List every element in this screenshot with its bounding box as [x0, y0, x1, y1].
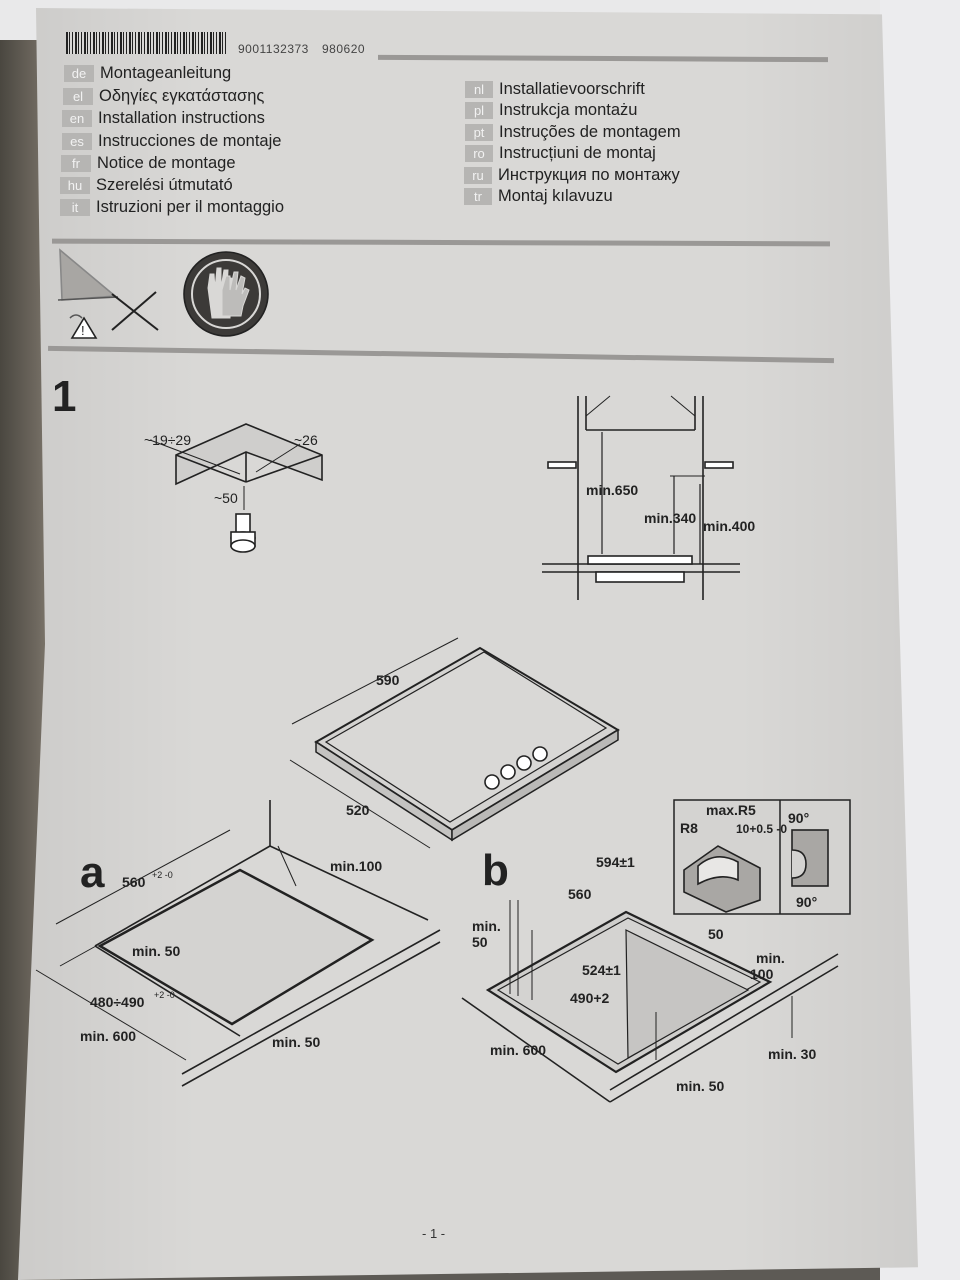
page-number: - 1 - — [422, 1226, 446, 1241]
dim-b-min50-left: min. — [472, 918, 501, 934]
language-item: de Montageanleitung — [64, 62, 231, 84]
language-title: Installation instructions — [98, 108, 265, 127]
language-code: ro — [465, 144, 493, 162]
sharp-edge-warning-icon: ! — [57, 248, 159, 339]
dim-min340: min.340 — [644, 510, 697, 526]
date-code: 980620 — [322, 42, 366, 56]
clearance-drawing — [542, 395, 740, 600]
dim-a-min50-inner: min. 50 — [132, 943, 181, 959]
language-title: Οδηγίες εγκατάστασης — [99, 86, 265, 105]
dim-b-R8: R8 — [680, 820, 698, 836]
dim-b-min100-value: 100 — [750, 966, 774, 982]
dim-a-min100: min.100 — [330, 858, 383, 874]
cutout-a-drawing — [35, 800, 441, 1087]
cutout-b-drawing — [461, 799, 851, 1103]
language-title: Notice de montage — [97, 153, 236, 172]
language-code: de — [64, 64, 94, 82]
dim-b-maxR5: max.R5 — [706, 802, 756, 818]
dim-b-min30: min. 30 — [768, 1046, 817, 1062]
language-item: el Οδηγίες εγκατάστασης — [63, 85, 264, 107]
language-title: Instrucțiuni de montaj — [499, 143, 656, 162]
product-code: 9001132373 — [238, 42, 309, 56]
language-item: es Instrucciones de montaje — [62, 130, 281, 152]
dim-fixing-depth: ~50 — [214, 490, 238, 506]
dim-b-min50: min. 50 — [676, 1078, 725, 1094]
language-item: fr Notice de montage — [61, 152, 236, 174]
dim-a-min50: min. 50 — [272, 1034, 321, 1050]
dim-b-90-bottom: 90° — [796, 894, 818, 910]
language-title: Instrucciones de montaje — [98, 131, 282, 150]
dim-min650: min.650 — [586, 482, 639, 498]
language-code: pt — [465, 123, 493, 141]
language-item: it Istruzioni per il montaggio — [60, 196, 284, 218]
language-code: es — [62, 132, 92, 150]
dim-a-480-tolerance: +2 -0 — [154, 990, 175, 1000]
dim-b-min100: min. — [756, 950, 785, 966]
language-code: en — [62, 109, 92, 127]
dim-a-min600: min. 600 — [80, 1028, 137, 1044]
language-title: Instruções de montagem — [499, 122, 681, 141]
svg-text:!: ! — [81, 323, 85, 338]
instruction-sheet — [18, 8, 918, 1280]
dim-b-90-top: 90° — [788, 810, 810, 826]
language-code: pl — [465, 101, 493, 119]
dim-b-50: 50 — [708, 926, 724, 942]
language-item: en Installation instructions — [62, 107, 265, 129]
dim-b-560: 560 — [568, 886, 592, 902]
dim-b-min600: min. 600 — [490, 1042, 547, 1058]
language-item: hu Szerelési útmutató — [60, 174, 233, 196]
variant-a-label: a — [80, 848, 105, 897]
language-item: tr Montaj kılavuzu — [464, 185, 613, 207]
dim-hob-depth: 520 — [346, 802, 370, 818]
language-code: it — [60, 198, 90, 216]
language-item: pt Instruções de montagem — [465, 121, 681, 143]
dim-b-10: 10+0.5 -0 — [736, 822, 788, 836]
dim-fixing-left: ~19÷29 — [144, 432, 192, 448]
language-title: Инструкция по монтажу — [498, 165, 680, 184]
language-title: Szerelési útmutató — [96, 175, 233, 194]
dim-b-524: 524±1 — [582, 962, 621, 978]
corner-fixing-drawing — [149, 423, 323, 553]
language-title: Montageanleitung — [100, 63, 232, 82]
dim-a-480: 480÷490 — [90, 994, 145, 1010]
language-item: pl Instrukcja montażu — [465, 99, 637, 121]
language-item: ro Instrucțiuni de montaj — [465, 142, 656, 164]
gloves-icon — [183, 251, 269, 337]
language-title: Istruzioni per il montaggio — [96, 197, 285, 216]
language-title: Installatievoorschrift — [499, 79, 645, 98]
step-number: 1 — [52, 372, 77, 421]
dim-min400: min.400 — [703, 518, 756, 534]
dim-hob-width: 590 — [376, 672, 400, 688]
dim-fixing-right: ~26 — [294, 432, 318, 448]
variant-b-label: b — [482, 846, 509, 895]
language-code: nl — [465, 80, 493, 98]
language-title: Instrukcja montażu — [499, 100, 638, 119]
language-item: nl Installatievoorschrift — [465, 78, 645, 100]
language-code: fr — [61, 154, 91, 172]
dim-b-490: 490+2 — [570, 990, 610, 1006]
barcode — [66, 32, 226, 54]
language-code: hu — [60, 176, 90, 194]
language-code: tr — [464, 187, 492, 205]
hob-drawing — [289, 637, 620, 849]
language-item: ru Инструкция по монтажу — [464, 164, 680, 186]
language-title: Montaj kılavuzu — [498, 186, 613, 205]
dim-a-560-tolerance: +2 -0 — [152, 870, 173, 880]
dim-a-560: 560 — [122, 874, 146, 890]
language-code: ru — [464, 166, 492, 184]
dim-b-594: 594±1 — [596, 854, 635, 870]
dim-b-min50-left-value: 50 — [472, 934, 488, 950]
language-code: el — [63, 87, 93, 105]
